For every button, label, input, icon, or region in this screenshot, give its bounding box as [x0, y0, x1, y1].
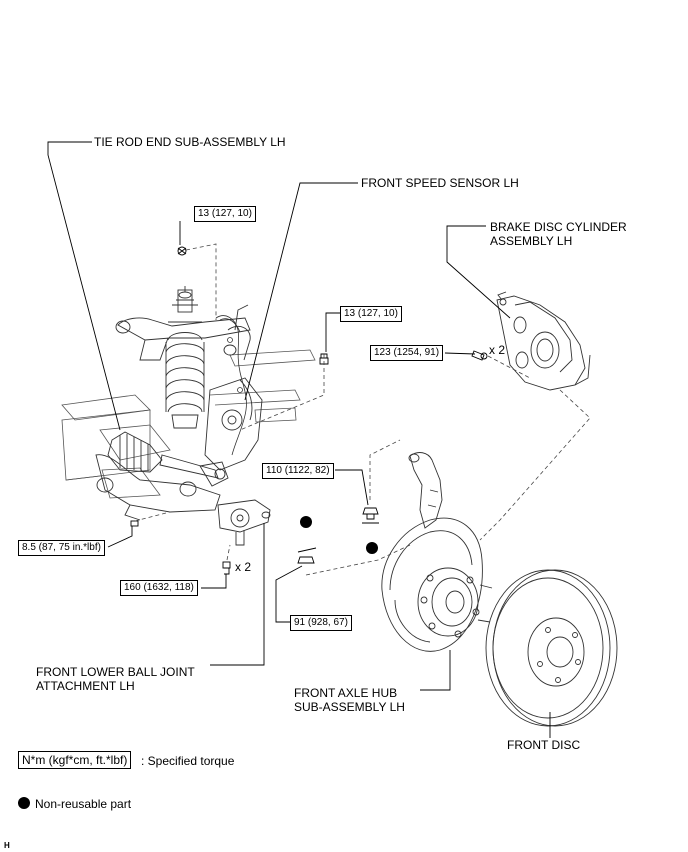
label-brake-disc-cylinder: BRAKE DISC CYLINDER ASSEMBLY LH: [490, 220, 627, 248]
axle-hub-and-dust-shield: [381, 517, 493, 652]
legend-nonreusable-dot: [18, 797, 30, 809]
bolt-upper-left: [177, 246, 187, 256]
assembly-dashed-lines: [134, 243, 591, 576]
label-tie-rod-end: TIE ROD END SUB-ASSEMBLY LH: [94, 135, 286, 149]
steering-knuckle-assembly: [204, 304, 263, 471]
corner-mark: H: [4, 841, 10, 850]
torque-box-ball-joint-nut: 91 (928, 67): [290, 615, 352, 631]
bolt-160: [222, 561, 231, 575]
torque-box-knuckle-nut: 110 (1122, 82): [262, 463, 334, 479]
caliper-bolts: [471, 350, 488, 361]
bolt-speed-sensor-bracket: [319, 353, 329, 365]
brake-caliper-illustration: [496, 291, 591, 391]
lower-control-arm: [95, 454, 221, 521]
non-reusable-marker-cotter-pin: [300, 516, 312, 528]
count-caliper-bolts: x 2: [489, 343, 506, 357]
torque-box-caliper-bolt: 123 (1254, 91): [370, 345, 444, 361]
leader-lines: [47, 141, 551, 738]
torque-box-tie-rod-bolt: 13 (127, 10): [194, 206, 256, 222]
count-ball-joint-bolts: x 2: [235, 560, 252, 574]
lower-ball-joint-part: [217, 499, 271, 546]
legend-nonreusable-text: Non-reusable part: [35, 797, 132, 811]
torque-box-ball-joint-bolt: 160 (1632, 118): [120, 580, 198, 596]
non-reusable-marker-nut: [366, 542, 378, 554]
label-front-speed-sensor: FRONT SPEED SENSOR LH: [361, 176, 519, 190]
label-front-lower-ball-joint: FRONT LOWER BALL JOINT ATTACHMENT LH: [36, 665, 195, 693]
torque-box-lower-bolt: 8.5 (87, 75 in.*lbf): [18, 540, 105, 556]
legend-torque-unit: N*m (kgf*cm, ft.*lbf): [18, 751, 132, 769]
front-disc-rotor: [485, 569, 618, 727]
nut-110: [362, 507, 379, 524]
label-front-disc: FRONT DISC: [507, 738, 581, 752]
label-front-axle-hub: FRONT AXLE HUB SUB-ASSEMBLY LH: [294, 686, 405, 714]
upper-control-arm: [115, 317, 251, 361]
coil-spring: [165, 286, 205, 429]
bolt-8-5: [130, 520, 139, 527]
chassis-frame: [61, 349, 316, 499]
torque-box-speed-sensor-bolt: 13 (127, 10): [340, 306, 402, 322]
steering-knuckle-exploded: [408, 452, 443, 529]
nut-91: [297, 547, 317, 564]
speed-sensor-wiring: [215, 315, 247, 456]
legend-torque-description: : Specified torque: [141, 754, 235, 768]
